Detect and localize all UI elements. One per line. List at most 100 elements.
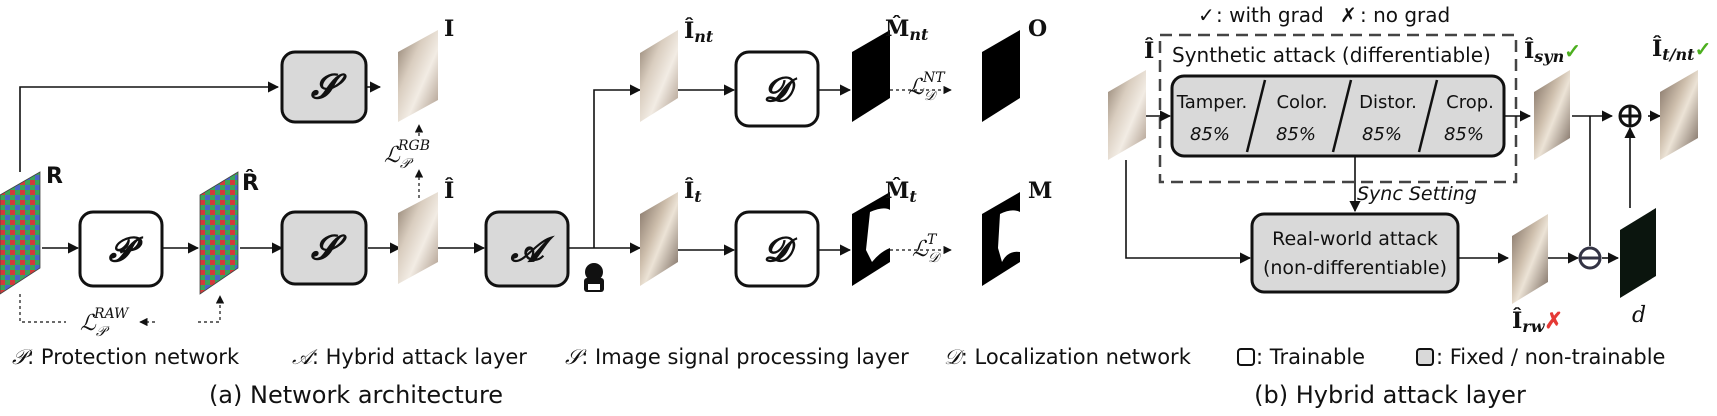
legend-a-text: : Hybrid attack layer bbox=[312, 345, 527, 369]
stage-color-pct: 85% bbox=[1276, 124, 1316, 145]
sync-setting-label: Sync Setting bbox=[1357, 183, 1477, 205]
stage-distor-pct: 85% bbox=[1362, 124, 1402, 145]
svg-text:𝒮: Image signal processing la: 𝒮: Image signal processing layer bbox=[565, 345, 909, 369]
label-m-nt: M̂ bbox=[885, 16, 909, 42]
subtract-operator-icon bbox=[1578, 246, 1602, 270]
cross-icon: ✗ bbox=[1340, 3, 1357, 27]
legend-d-text: : Localization network bbox=[961, 345, 1192, 369]
svg-text:ℒ𝒫RAW: ℒ𝒫RAW bbox=[80, 306, 130, 340]
rw-label: Î bbox=[1512, 307, 1522, 334]
label-r-hat: R̂ bbox=[242, 170, 259, 196]
label-m-nt-sub: nt bbox=[909, 25, 929, 44]
loss-rgb: ℒ𝒫RGB bbox=[384, 138, 430, 172]
svg-text:ℒ𝒟NT: ℒ𝒟 NT bbox=[908, 70, 946, 104]
loss-rgb-sub: 𝒫 bbox=[400, 156, 414, 172]
raw-image-r: R bbox=[0, 164, 63, 295]
legend-fixed-text: : Fixed / non-trainable bbox=[1436, 345, 1665, 369]
legend-p-text: : Protection network bbox=[27, 345, 240, 369]
stage-crop-label: Crop. bbox=[1446, 92, 1494, 113]
svg-text:M̂nt: M̂nt bbox=[885, 16, 929, 44]
rw-image: Îrw✗ bbox=[1512, 214, 1563, 336]
legend: 𝒫: Protection network 𝒜: Hybrid attack l… bbox=[12, 345, 1665, 369]
label-i-t-sub: t bbox=[694, 187, 702, 206]
localization-block-top: 𝓓 bbox=[734, 50, 820, 128]
no-grad-text: : no grad bbox=[1360, 3, 1450, 27]
syn-check-icon: ✓ bbox=[1564, 39, 1581, 63]
loss-nt-l: ℒ bbox=[908, 75, 925, 100]
legend-s-text: : Image signal processing layer bbox=[581, 345, 909, 369]
difference-label: d bbox=[1632, 303, 1646, 328]
legend-trainable-text: : Trainable bbox=[1256, 345, 1365, 369]
stage-crop-pct: 85% bbox=[1444, 124, 1484, 145]
caption-a: (a) Network architecture bbox=[209, 381, 503, 409]
rw-cross-icon: ✗ bbox=[1545, 308, 1563, 334]
loss-rgb-l: ℒ bbox=[384, 143, 401, 168]
loss-nt-sub: 𝒟 bbox=[924, 88, 938, 104]
svg-text:𝒫: Protection network: 𝒫: Protection network bbox=[12, 345, 240, 369]
image-i-t: Ît bbox=[640, 177, 702, 286]
check-icon: ✓ bbox=[1198, 3, 1215, 27]
label-m-t: M̂ bbox=[885, 178, 909, 204]
loss-nt: ℒ𝒟 NT bbox=[908, 70, 946, 104]
svg-text:𝒜: Hybrid attack layer: 𝒜: Hybrid attack layer bbox=[292, 345, 527, 369]
isp-block-top: 𝓢 bbox=[280, 50, 368, 124]
stage-distor-label: Distor. bbox=[1359, 92, 1417, 113]
stage-tamper-pct: 85% bbox=[1190, 124, 1230, 145]
out-label-sub: t/nt bbox=[1662, 45, 1695, 64]
synthetic-attack-container bbox=[1158, 33, 1518, 184]
syn-label: Î bbox=[1524, 37, 1534, 64]
stage-tamper-label: Tamper. bbox=[1176, 92, 1248, 113]
svg-text:ℒ𝒫RGB: ℒ𝒫RGB bbox=[384, 138, 430, 172]
label-o: O bbox=[1028, 16, 1047, 42]
legend-fixed-swatch bbox=[1416, 348, 1434, 366]
mask-m-nt: M̂nt bbox=[852, 16, 929, 122]
image-i: I bbox=[398, 16, 454, 122]
output-o: O bbox=[982, 16, 1047, 122]
syn-label-sub: syn bbox=[1533, 47, 1564, 66]
add-operator-icon bbox=[1618, 104, 1642, 128]
svg-text:ℒ𝒟T: ℒ𝒟T bbox=[912, 232, 942, 266]
hybrid-input-image: Î bbox=[1108, 37, 1154, 160]
label-m-t-sub: t bbox=[909, 187, 917, 206]
attack-block: 𝓐 bbox=[484, 210, 570, 288]
loss-t: ℒ𝒟T bbox=[912, 232, 942, 266]
realworld-line1: Real-world attack bbox=[1272, 228, 1438, 250]
loss-nt-sup: NT bbox=[922, 70, 946, 86]
grad-legend: ✓ : with grad ✗ : no grad bbox=[1198, 3, 1450, 27]
isp-block-bottom: 𝓢 bbox=[280, 210, 368, 286]
out-check-icon: ✓ bbox=[1695, 37, 1712, 61]
loss-raw-sup: RAW bbox=[93, 306, 130, 322]
synthetic-stages: Tamper. 85% Color. 85% Distor. 85% Crop.… bbox=[1170, 74, 1506, 158]
loss-t-l: ℒ bbox=[912, 237, 929, 262]
loss-raw: ℒ𝒫RAW bbox=[80, 306, 130, 340]
syn-image: Îsyn✓ bbox=[1524, 37, 1581, 160]
image-i-nt: Înt bbox=[640, 17, 714, 122]
difference-image: d bbox=[1620, 208, 1656, 328]
label-m: M bbox=[1028, 178, 1052, 204]
rw-label-sub: rw bbox=[1522, 317, 1545, 336]
synthetic-attack-title: Synthetic attack (differentiable) bbox=[1172, 43, 1491, 67]
localization-block-bottom: 𝓓 bbox=[734, 210, 820, 288]
label-i-t: Î bbox=[684, 177, 694, 204]
svg-text:Ît/nt✓: Ît/nt✓ bbox=[1652, 35, 1711, 64]
label-i-nt-sub: nt bbox=[694, 27, 714, 46]
loss-raw-l: ℒ bbox=[80, 311, 97, 336]
realworld-attack-block: Real-world attack (non-differentiable) bbox=[1250, 212, 1460, 294]
label-i: I bbox=[444, 16, 454, 42]
out-label: Î bbox=[1652, 35, 1662, 62]
legend-trainable-swatch bbox=[1237, 348, 1255, 366]
svg-text:Ît: Ît bbox=[684, 177, 702, 206]
svg-text:Înt: Înt bbox=[684, 17, 714, 46]
loss-t-sub: 𝒟 bbox=[928, 250, 942, 266]
image-i-hat: Î bbox=[398, 177, 454, 284]
svg-text:𝒟: Localization network: 𝒟: Localization network bbox=[944, 345, 1192, 369]
label-i-hat: Î bbox=[444, 177, 454, 204]
protection-block: 𝓟 bbox=[78, 210, 164, 288]
raw-image-r-hat: R̂ bbox=[199, 170, 259, 295]
with-grad-text: : with grad bbox=[1216, 3, 1324, 27]
loss-t-sup: T bbox=[927, 232, 938, 248]
arch-connectors bbox=[19, 81, 952, 327]
stage-color-label: Color. bbox=[1276, 92, 1327, 113]
